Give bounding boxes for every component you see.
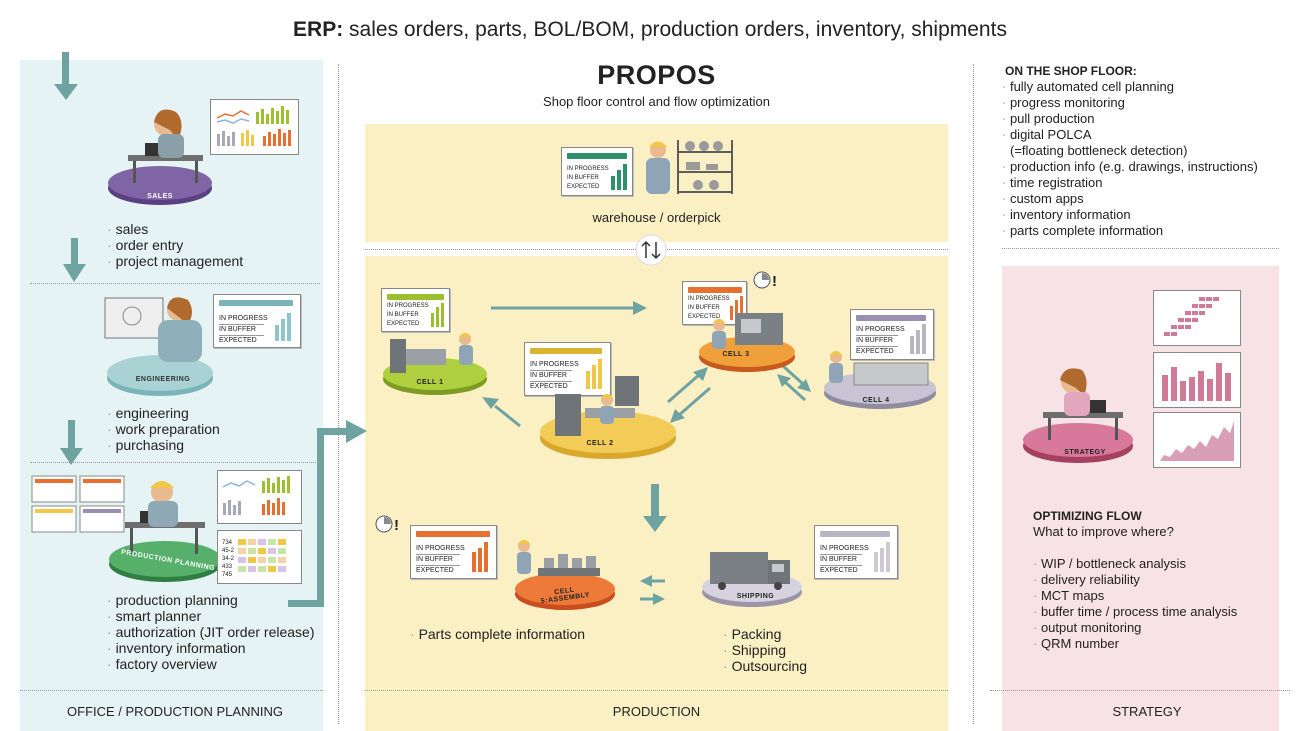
shipping-item: Outsourcing — [723, 658, 807, 674]
production-footer-label: PRODUCTION — [612, 704, 701, 719]
engineering-item: engineering — [107, 405, 220, 421]
engineering-item: work preparation — [107, 421, 220, 437]
strategy-illustration — [1023, 368, 1133, 463]
office-footer-label: OFFICE / PRODUCTION PLANNING — [67, 704, 283, 719]
cell3-label: CELL 3 — [722, 351, 750, 358]
left-footer-divider — [20, 690, 323, 691]
cell3-platform — [699, 313, 795, 372]
engineering-status-card: IN PROGRESS IN BUFFER EXPECTED — [213, 294, 301, 348]
strategy-list: WIP / bottleneck analysis delivery relia… — [1033, 556, 1237, 652]
warehouse-illustration — [646, 140, 733, 194]
planning-item: smart planner — [107, 608, 315, 624]
shipping-label: SHIPPING — [736, 593, 775, 600]
shop-floor-list: fully automated cell planning progress m… — [1002, 79, 1258, 239]
cell4-status-card: IN PROGRESS IN BUFFER EXPECTED — [850, 309, 934, 360]
cell1-status-card: IN PROGRESS IN BUFFER EXPECTED — [381, 288, 450, 332]
shop-floor-item: parts complete information — [1002, 223, 1258, 239]
shop-floor-item: progress monitoring — [1002, 95, 1258, 111]
optimizing-flow-heading: OPTIMIZING FLOW — [1033, 509, 1142, 523]
strategy-platform-label: STRATEGY — [1064, 449, 1106, 456]
shipping-platform — [702, 552, 802, 607]
planning-list: production planning smart planner author… — [107, 592, 315, 672]
shipping-list: Packing Shipping Outsourcing — [723, 626, 807, 674]
left-divider — [338, 64, 339, 724]
warehouse-status-card: IN PROGRESS IN BUFFER EXPECTED — [561, 147, 633, 196]
sales-item: project management — [107, 253, 244, 269]
production-footer-divider — [365, 690, 948, 691]
assembly-status-card: IN PROGRESS IN BUFFER EXPECTED — [410, 525, 497, 579]
sales-illustration — [108, 109, 212, 205]
planning-dashboard — [217, 470, 302, 524]
planning-item: factory overview — [107, 656, 315, 672]
cell4-platform — [824, 351, 936, 409]
sales-item: sales — [107, 221, 243, 237]
shipping-item: Shipping — [723, 642, 807, 658]
parts-list: Parts complete information — [410, 626, 586, 642]
sales-engineering-divider — [30, 283, 320, 284]
assembly-alert-icon: ! — [375, 515, 399, 534]
cell1-label: CELL 1 — [416, 379, 444, 386]
shop-floor-item: (=floating bottleneck detection) — [1010, 143, 1188, 158]
planning-item: production planning — [107, 592, 315, 608]
engineering-illustration — [104, 297, 213, 396]
cell1-platform — [383, 333, 487, 395]
sales-list: sales order entry project management — [107, 221, 244, 269]
cell3-alert-icon: ! — [753, 271, 777, 290]
engineering-platform-label: ENGINEERING — [135, 376, 191, 383]
strategy-item: WIP / bottleneck analysis — [1033, 556, 1237, 572]
sales-dashboard — [210, 99, 299, 155]
sales-item: order entry — [107, 237, 243, 253]
strategy-item: QRM number — [1033, 636, 1237, 652]
engineering-item: purchasing — [107, 437, 220, 453]
strategy-item: MCT maps — [1033, 588, 1237, 604]
warehouse-caption: warehouse / orderpick — [592, 210, 721, 225]
strategy-footer-divider — [990, 690, 1290, 691]
shop-floor-heading: ON THE SHOP FLOOR: — [1005, 64, 1137, 78]
planning-illustration — [31, 475, 221, 582]
shop-floor-item: digital POLCA — [1002, 127, 1258, 143]
cell2-status-card: IN PROGRESS IN BUFFER EXPECTED — [524, 342, 611, 396]
engineering-planning-divider — [30, 462, 320, 463]
cell4-label: CELL 4 — [862, 397, 890, 404]
assembly-platform — [515, 540, 615, 610]
shop-floor-item: time registration — [1002, 175, 1258, 191]
strategy-item: delivery reliability — [1033, 572, 1237, 588]
strategy-footer-label: STRATEGY — [1112, 704, 1182, 719]
erp-header: ERP: sales orders, parts, BOL/BOM, produ… — [293, 18, 1007, 41]
strategy-chart-2 — [1153, 352, 1241, 408]
shop-floor-item: inventory information — [1002, 207, 1258, 223]
optimizing-flow-subheading: What to improve where? — [1033, 524, 1174, 539]
propos-title: PROPOS — [597, 60, 716, 90]
swap-arrows-icon — [635, 234, 667, 266]
shop-floor-item: fully automated cell planning — [1002, 79, 1258, 95]
shop-floor-item: production info (e.g. drawings, instruct… — [1002, 159, 1258, 175]
planning-item: authorization (JIT order release) — [107, 624, 315, 640]
production-flow — [482, 301, 811, 605]
planning-item: inventory information — [107, 640, 315, 656]
engineering-list: engineering work preparation purchasing — [107, 405, 220, 453]
shop-floor-item: pull production — [1002, 111, 1258, 127]
strategy-item: buffer time / process time analysis — [1033, 604, 1237, 620]
cell2-label: CELL 2 — [586, 440, 614, 447]
sales-platform-label: SALES — [147, 193, 173, 200]
shipping-status-card: IN PROGRESS IN BUFFER EXPECTED — [814, 525, 898, 579]
shopfloor-strategy-divider — [1002, 248, 1279, 249]
svg-text:!: ! — [394, 517, 399, 534]
parts-item: Parts complete information — [410, 626, 586, 642]
cell2-platform — [540, 376, 676, 459]
strategy-chart-3 — [1153, 412, 1241, 468]
strategy-chart-1 — [1153, 290, 1241, 346]
propos-subtitle: Shop floor control and flow optimization — [543, 94, 770, 109]
shop-floor-item: custom apps — [1002, 191, 1258, 207]
shipping-item: Packing — [723, 626, 807, 642]
strategy-item: output monitoring — [1033, 620, 1237, 636]
svg-text:!: ! — [772, 273, 777, 290]
right-divider — [973, 64, 974, 724]
